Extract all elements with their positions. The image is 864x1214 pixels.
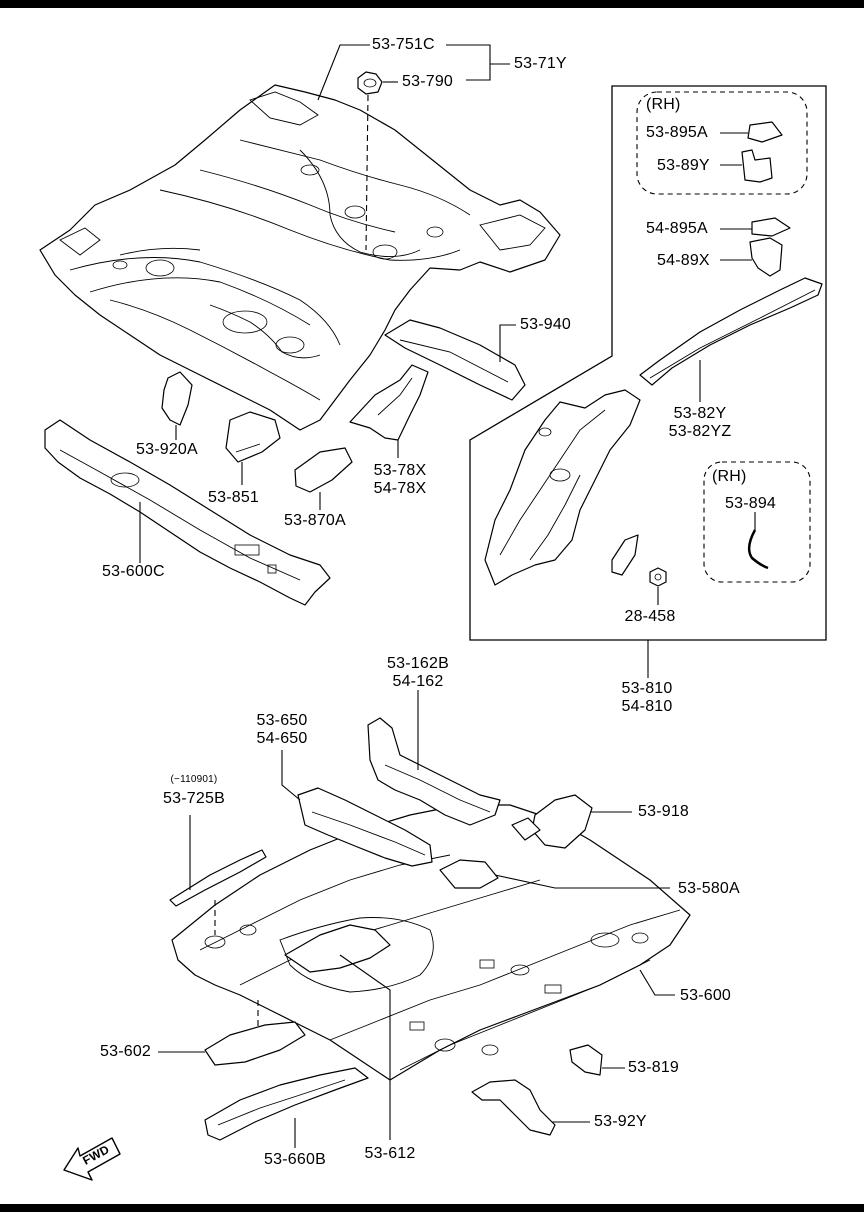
bracket-53-602[interactable] <box>204 1021 306 1066</box>
crossmember-53-940[interactable] <box>384 319 526 401</box>
leader-53-751C <box>317 44 370 101</box>
leader-53-612 <box>339 954 391 1140</box>
fwd-arrow-icon <box>63 1137 121 1181</box>
rear-floor-pan[interactable] <box>39 84 561 431</box>
label-53-71Y: 53-71Y <box>514 55 567 72</box>
bracket-53-870A[interactable] <box>294 447 353 493</box>
label-53-82YZ-text: 53-82YZ <box>668 423 732 440</box>
label-53-920A: 53-920A <box>136 441 198 458</box>
label-53-851: 53-851 <box>208 489 260 506</box>
crossmember-53-162B[interactable] <box>367 717 501 826</box>
label-53-92Y: 53-92Y <box>594 1113 647 1130</box>
rh-box-2 <box>703 461 811 583</box>
label-note-110901: (−110901) <box>170 774 218 785</box>
bracket-53-920A[interactable] <box>161 371 193 426</box>
label-54-78X-text: 54-78X <box>373 480 427 497</box>
bracket-53-918[interactable] <box>511 794 593 849</box>
label-53-162B-text: 53-162B <box>387 655 449 672</box>
leader-53-940 <box>499 324 516 362</box>
label-53-612: 53-612 <box>364 1145 416 1162</box>
bracket-53-580A[interactable] <box>439 859 499 889</box>
leader-53-600 <box>639 969 675 996</box>
label-54-810-text: 54-810 <box>621 698 673 715</box>
bracket-54-895A[interactable] <box>751 217 791 237</box>
member-53-810[interactable] <box>484 389 641 586</box>
label-53-78X: 53-78X 54-78X <box>374 462 427 498</box>
bracket-53-89Y[interactable] <box>741 149 773 183</box>
bracket-53-851[interactable] <box>225 411 281 463</box>
top-border <box>0 0 864 8</box>
rh-box-1 <box>636 91 808 195</box>
sill-53-660B[interactable] <box>204 1067 369 1141</box>
label-54-162-text: 54-162 <box>392 673 444 690</box>
label-53-602: 53-602 <box>100 1043 152 1060</box>
label-rh-1: (RH) <box>646 96 681 113</box>
label-53-790: 53-790 <box>402 73 454 90</box>
label-53-78X-text: 53-78X <box>373 462 427 479</box>
label-54-650-text: 54-650 <box>256 730 308 747</box>
bracket-53-92Y[interactable] <box>471 1079 556 1136</box>
rail-53-82Y[interactable] <box>639 277 823 386</box>
front-floor-pan-53-600[interactable] <box>171 804 691 1081</box>
pipe-53-894[interactable] <box>747 529 769 570</box>
label-28-458: 28-458 <box>624 608 676 625</box>
label-53-162B: 53-162B 54-162 <box>387 655 449 691</box>
label-53-650: 53-650 54-650 <box>256 712 307 748</box>
bracket-53-895A[interactable] <box>747 121 783 143</box>
dash-53-790 <box>365 94 369 251</box>
label-53-580A: 53-580A <box>678 880 740 897</box>
bracket-53-819[interactable] <box>569 1044 603 1076</box>
leader-53-650 <box>281 750 301 801</box>
label-53-819: 53-819 <box>628 1059 680 1076</box>
label-53-650-text: 53-650 <box>256 712 308 729</box>
bracket-28-458[interactable] <box>611 534 639 576</box>
label-rh-2: (RH) <box>712 468 747 485</box>
label-53-895A: 53-895A <box>646 124 708 141</box>
bottom-border <box>0 1204 864 1212</box>
grommet-53-790[interactable] <box>357 71 383 95</box>
group-box-53-810 <box>469 85 827 641</box>
label-53-89Y: 53-89Y <box>657 157 710 174</box>
label-54-895A: 54-895A <box>646 220 708 237</box>
bracket-53-71Y <box>446 44 491 81</box>
leader-53-580A <box>494 874 670 889</box>
label-53-751C: 53-751C <box>372 36 435 53</box>
nut-28-458[interactable] <box>649 567 667 587</box>
bracket-53-78X[interactable] <box>349 364 429 441</box>
label-53-600C: 53-600C <box>102 563 165 580</box>
label-53-894: 53-894 <box>725 495 777 512</box>
bracket-54-89X[interactable] <box>749 237 783 277</box>
label-53-940: 53-940 <box>520 316 572 333</box>
label-53-810-text: 53-810 <box>621 680 673 697</box>
label-53-918: 53-918 <box>638 803 690 820</box>
label-53-810: 53-810 54-810 <box>621 680 672 716</box>
label-53-600: 53-600 <box>680 987 732 1004</box>
label-53-82Y: 53-82Y 53-82YZ <box>669 405 732 441</box>
label-54-89X: 54-89X <box>657 252 710 269</box>
label-53-870A: 53-870A <box>284 512 346 529</box>
crossmember-53-650[interactable] <box>297 787 433 867</box>
label-53-660B: 53-660B <box>264 1151 326 1168</box>
label-53-725B: 53-725B <box>163 790 225 807</box>
reinforcement-53-612[interactable] <box>284 924 391 973</box>
label-53-82Y-text: 53-82Y <box>673 405 727 422</box>
rail-53-725B[interactable] <box>169 849 267 907</box>
panel-53-600C[interactable] <box>44 419 331 606</box>
